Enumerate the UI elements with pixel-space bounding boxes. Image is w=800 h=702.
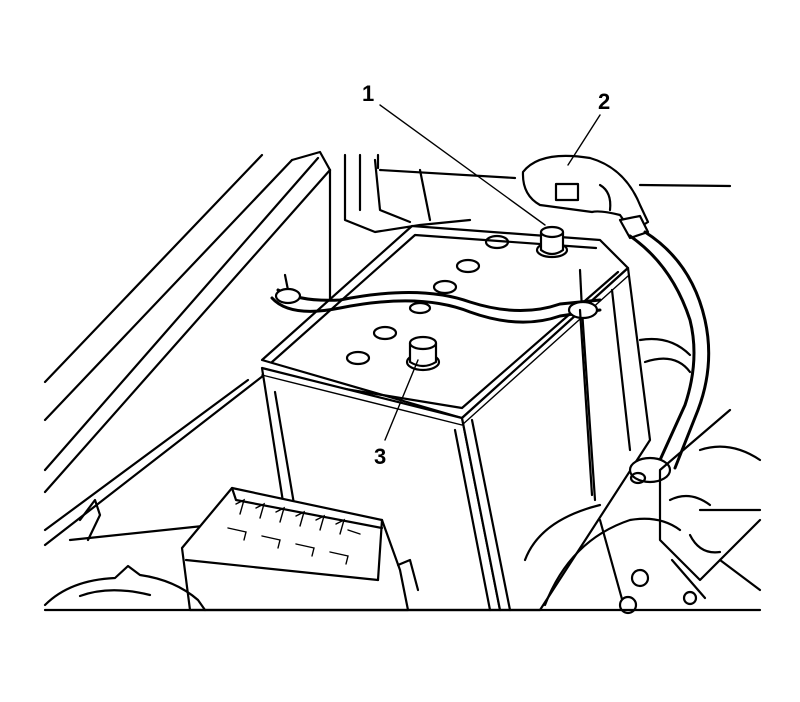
engine-components [523,337,762,615]
hold-down-clamp [270,268,602,497]
callout-3-label: 3 [374,444,386,469]
callout-leaders [379,104,601,441]
battery-bracket-wall [343,153,517,234]
callout-2-label: 2 [598,89,610,114]
negative-terminal-post [405,335,441,372]
callout-1-label: 1 [362,81,374,106]
lower-left-housing [43,564,207,612]
positive-terminal-post [535,225,569,259]
positive-cable-cover [521,154,732,240]
battery [260,224,652,612]
